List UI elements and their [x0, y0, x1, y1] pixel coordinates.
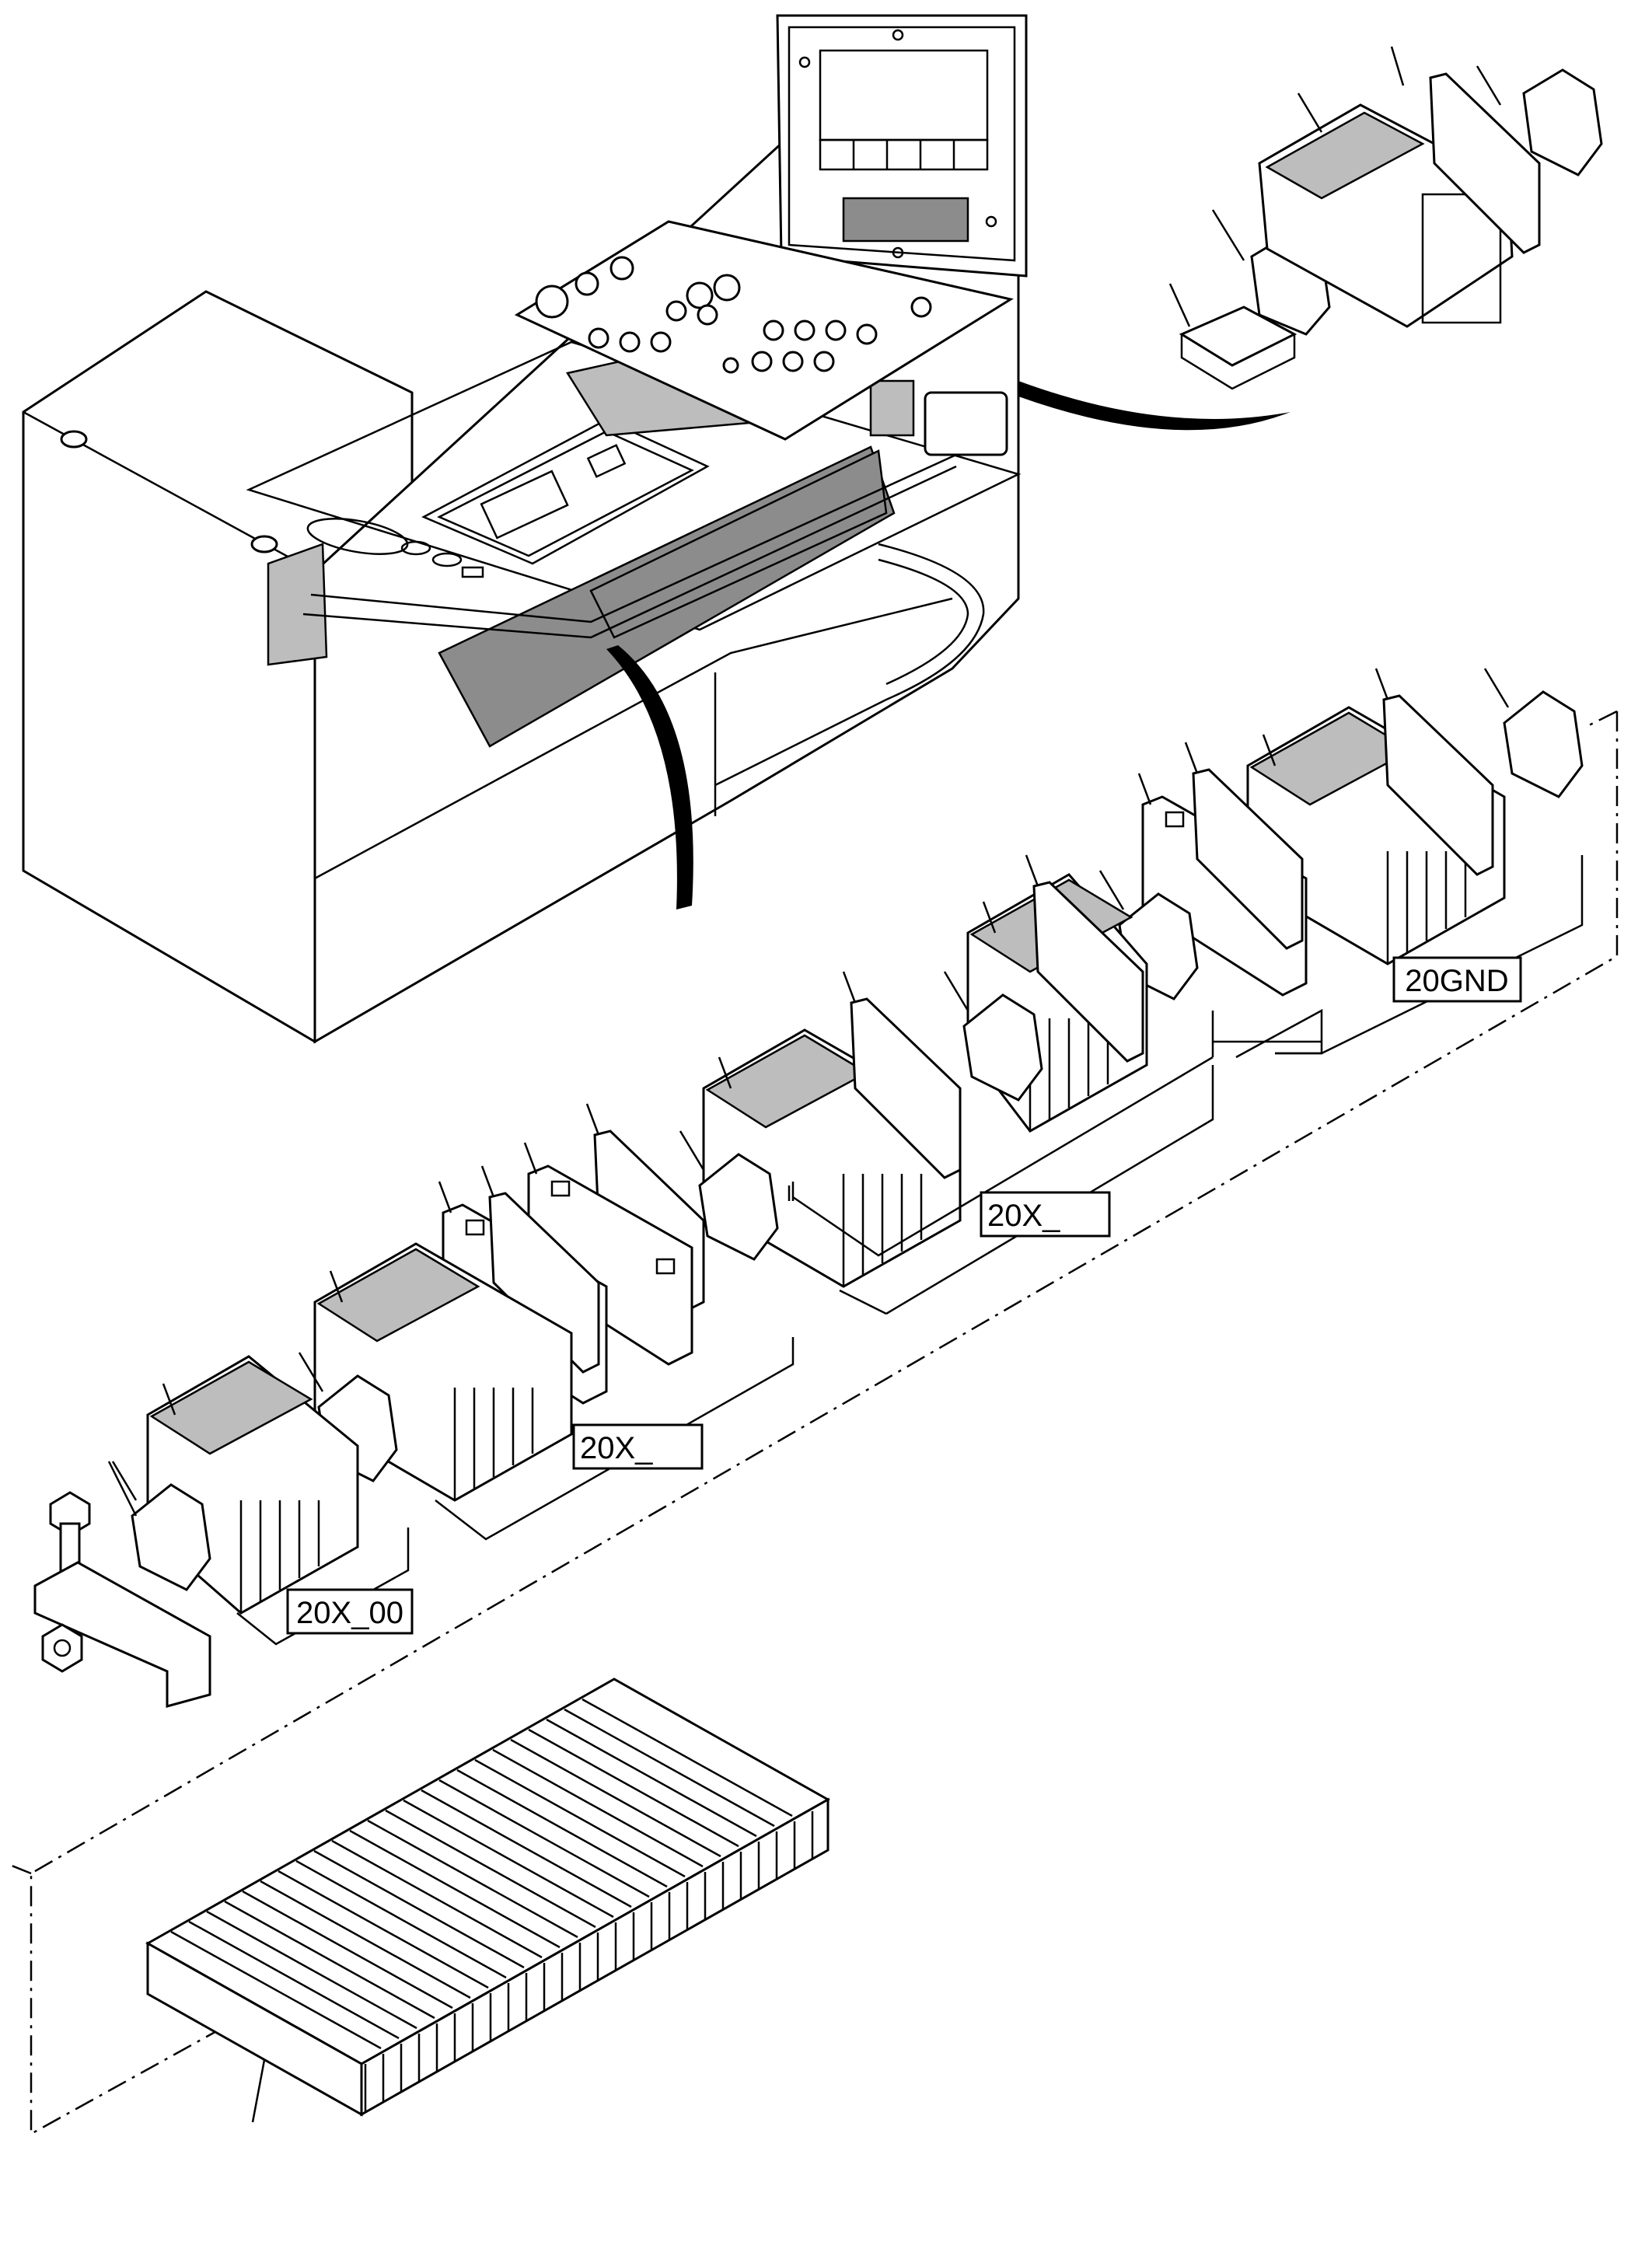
- assembled-terminal-strip: [145, 1678, 831, 2123]
- label-20x-00: 20X_00: [286, 1588, 414, 1635]
- svg-text:20X_: 20X_: [580, 1431, 653, 1465]
- mounting-hardware: [33, 1461, 211, 1708]
- upper-right-terminal-group: [1168, 46, 1603, 390]
- end-clamp: [111, 1461, 211, 1591]
- svg-text:20GND: 20GND: [1405, 964, 1508, 998]
- separator-plate: [480, 1165, 600, 1374]
- label-20x-upper: 20X_: [980, 1191, 1111, 1238]
- separator-plate: [842, 971, 962, 1179]
- end-clamp: [1483, 668, 1584, 798]
- terminal-block-row: [111, 668, 1584, 1615]
- svg-text:20X_00: 20X_00: [296, 1596, 403, 1630]
- svg-text:20X_: 20X_: [987, 1199, 1060, 1233]
- cover-block: [523, 1142, 693, 1366]
- label-20gnd: 20GND: [1392, 956, 1522, 1003]
- end-clamp: [943, 971, 1043, 1102]
- label-20x-lower: 20X_: [572, 1423, 704, 1470]
- end-clamp: [679, 1130, 779, 1261]
- separator-plate: [1184, 742, 1304, 950]
- assembly-outline: [30, 711, 1619, 2136]
- separator-plate: [1374, 668, 1494, 876]
- separator-plate: [1025, 854, 1144, 1063]
- control-panel: [514, 14, 1028, 441]
